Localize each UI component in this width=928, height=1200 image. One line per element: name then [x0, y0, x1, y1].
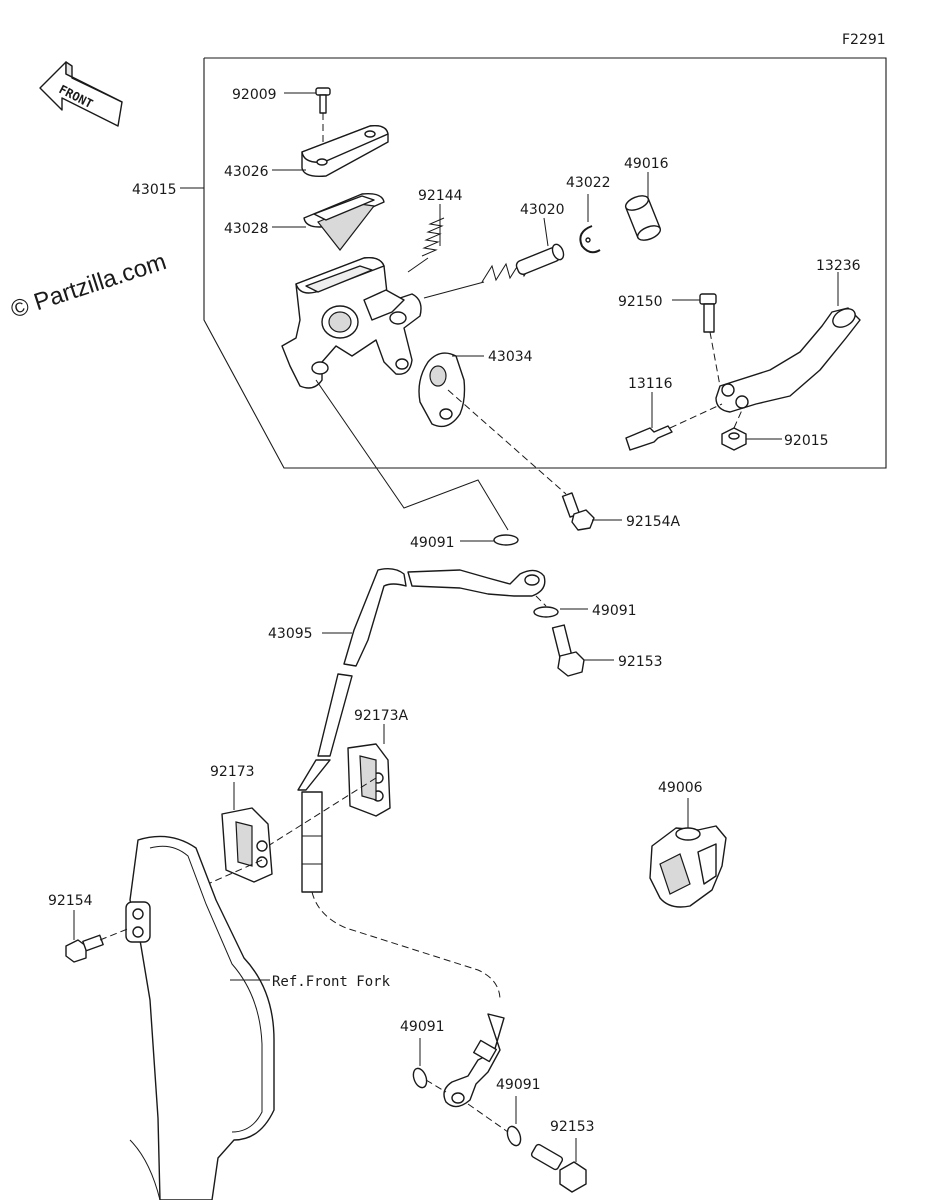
part-label-13236: 13236: [816, 258, 861, 274]
bolt-92154: [65, 934, 104, 963]
master-cylinder-43015: [281, 256, 422, 389]
ref-front-fork-label: Ref.Front Fork: [272, 974, 391, 990]
diagram-code: F2291: [842, 32, 886, 48]
part-label-43015: 43015: [132, 182, 177, 198]
part-label-43095: 43095: [268, 626, 313, 642]
lower-hose-fitting: [443, 1013, 505, 1108]
screw-92009: [315, 87, 331, 114]
spring-92144: [421, 217, 445, 257]
part-label-92150: 92150: [618, 294, 663, 310]
washer-49091-c: [412, 1067, 428, 1089]
washer-49091-a: [493, 534, 519, 546]
pivot-13116: [625, 425, 673, 451]
brake-hose-43095: [297, 567, 546, 893]
part-label-49091-c: 49091: [400, 1019, 445, 1035]
clamp-43034: [418, 352, 466, 428]
part-label-43022: 43022: [566, 175, 611, 191]
part-label-49006: 49006: [658, 780, 703, 796]
part-label-49091-b: 49091: [592, 603, 637, 619]
banjo-bolt-92153-a: [551, 624, 585, 677]
assembly-frame: [203, 57, 887, 469]
part-label-49016: 49016: [624, 156, 669, 172]
part-label-43020: 43020: [520, 202, 565, 218]
washer-49091-d: [506, 1125, 522, 1147]
part-label-92153-b: 92153: [550, 1119, 595, 1135]
reservoir-cap-43026: [301, 124, 389, 178]
reservoir-49006: [649, 825, 727, 908]
washer-49091-b: [533, 606, 559, 618]
part-label-92173: 92173: [210, 764, 255, 780]
watermark: © Partzilla.com: [8, 248, 170, 324]
part-label-92015: 92015: [784, 433, 829, 449]
part-label-43028: 43028: [224, 221, 269, 237]
nut-92015: [721, 427, 747, 451]
leader-49091-top: [315, 379, 509, 531]
part-label-92173A: 92173A: [354, 708, 409, 724]
part-label-49091-a: 49091: [410, 535, 455, 551]
part-label-13116: 13116: [628, 376, 673, 392]
part-label-92154A: 92154A: [626, 514, 681, 530]
bolt-92154A: [561, 492, 595, 531]
front-arrow-icon: FRONT: [39, 61, 123, 127]
lever-13236: [715, 307, 861, 413]
part-label-92153-a: 92153: [618, 654, 663, 670]
part-label-43026: 43026: [224, 164, 269, 180]
part-label-92144: 92144: [418, 188, 463, 204]
front-fork: [125, 835, 275, 1200]
part-label-92154: 92154: [48, 893, 93, 909]
bolt-92150: [699, 293, 717, 333]
piston-43020: [481, 243, 565, 283]
diaphragm-43028: [303, 192, 385, 251]
banjo-bolt-92153-b: [530, 1143, 587, 1193]
bracket-92173: [221, 807, 273, 883]
boot-49016: [624, 195, 662, 241]
bracket-92173A: [347, 743, 391, 817]
part-label-92009: 92009: [232, 87, 277, 103]
part-label-43034: 43034: [488, 349, 533, 365]
circlip-43022: [579, 225, 601, 254]
part-label-49091-d: 49091: [496, 1077, 541, 1093]
